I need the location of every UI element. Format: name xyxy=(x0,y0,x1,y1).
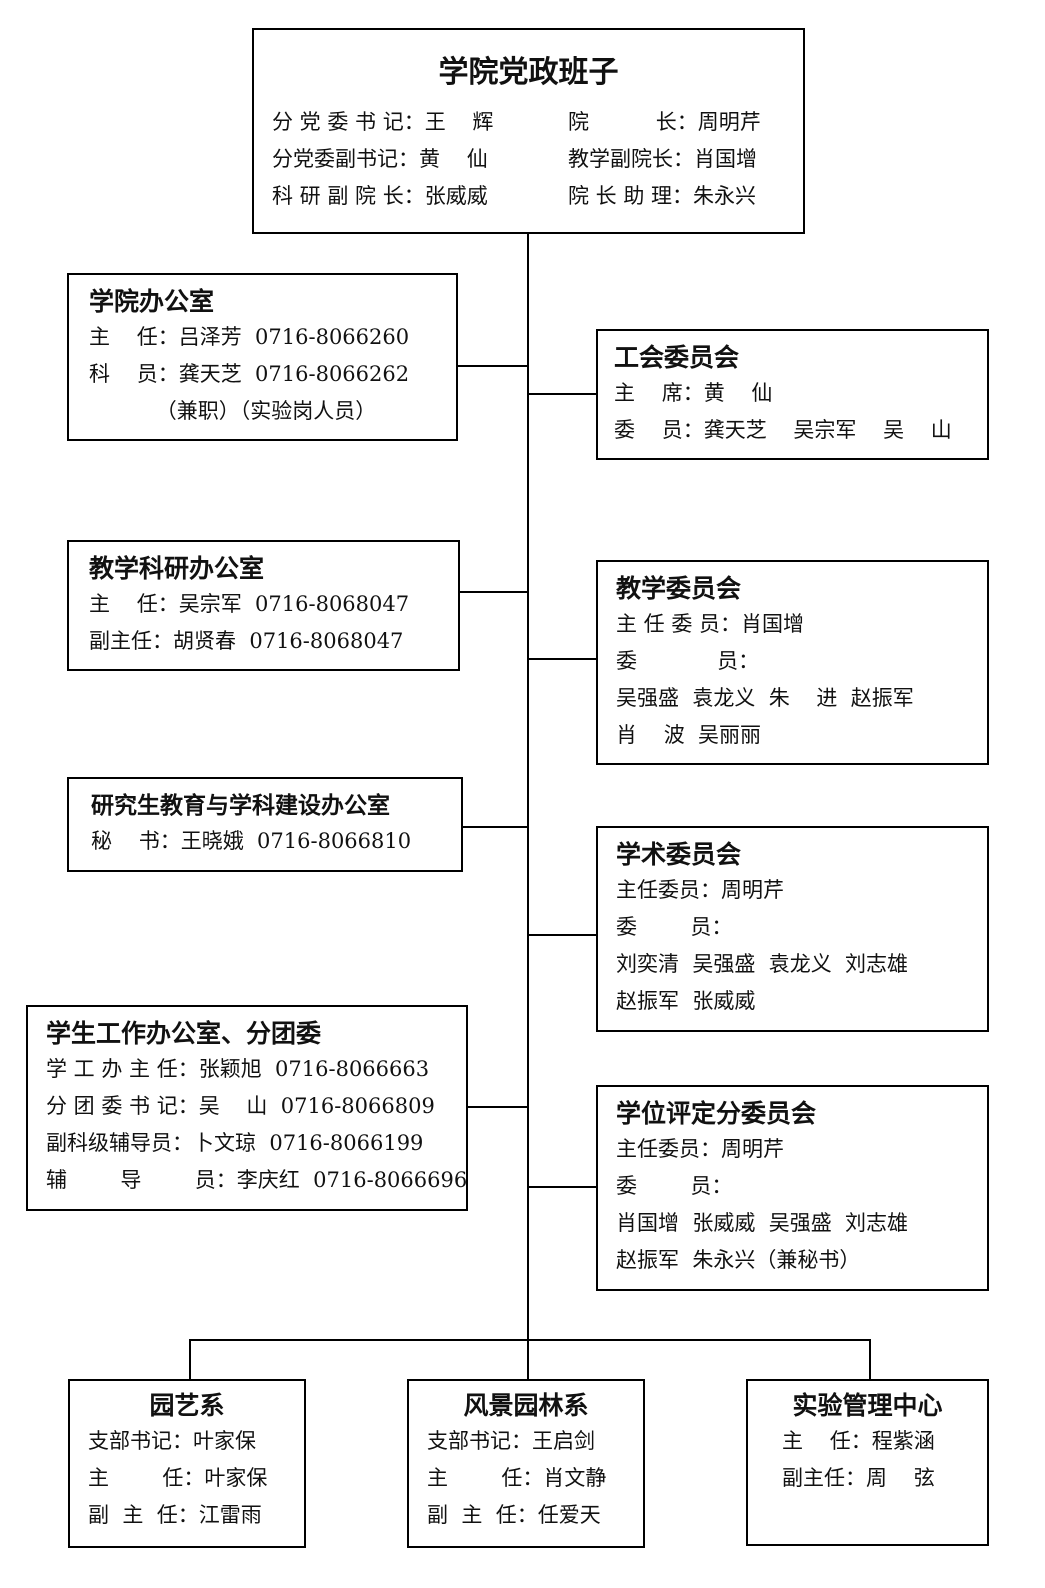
leadership-rows: 分 党 委 书 记：王 辉 院 长：周明芹 分党委副书记：黄 仙 教学副院长：肖… xyxy=(254,104,803,215)
leadership-row-right: 教学副院长：肖国增 xyxy=(568,147,757,171)
degree-committee-line: 主任委员：周明芹 xyxy=(616,1137,784,1161)
leadership-row-left: 分党委副书记：黄 仙 xyxy=(272,147,488,171)
student-office-box: 学生工作办公室、分团委 学 工 办 主 任：张颖旭 0716-8066663 分… xyxy=(26,1005,468,1211)
landscape-dept-box: 风景园林系 支部书记：王启剑 主 任：肖文静 副 主 任：任爱天 xyxy=(407,1379,645,1548)
leadership-row-right: 院 长 助 理：朱永兴 xyxy=(568,184,757,208)
landscape-dept-title: 风景园林系 xyxy=(463,1391,589,1420)
horticulture-dept-line: 支部书记：叶家保 xyxy=(88,1429,256,1453)
connector-academic-committee xyxy=(527,934,597,936)
horticulture-dept-title: 园艺系 xyxy=(149,1391,225,1420)
degree-committee-line: 委 员： xyxy=(616,1174,733,1198)
lab-center-title: 实验管理中心 xyxy=(792,1391,943,1420)
leadership-row-left: 科 研 副 院 长：张威威 xyxy=(272,184,488,208)
academic-committee-line: 刘奕清 吴强盛 袁龙义 刘志雄 xyxy=(616,952,909,976)
teaching-research-office-line: 主 任：吴宗军 0716-8068047 xyxy=(89,592,410,616)
teaching-committee-line: 吴强盛 袁龙义 朱 进 赵振军 xyxy=(616,686,914,710)
connector-union xyxy=(527,393,597,395)
leadership-row: 分党委副书记：黄 仙 教学副院长：肖国增 xyxy=(272,141,803,178)
teaching-committee-line: 委 员： xyxy=(616,649,760,673)
student-office-line: 学 工 办 主 任：张颖旭 0716-8066663 xyxy=(46,1057,430,1081)
main-trunk-line xyxy=(527,232,529,1380)
student-office-line: 分 团 委 书 记：吴 山 0716-8066809 xyxy=(46,1094,435,1118)
leadership-title: 学院党政班子 xyxy=(438,55,619,90)
teaching-committee-title: 教学委员会 xyxy=(616,574,742,603)
student-office-line: 辅 导 员：李庆红 0716-8066696 xyxy=(46,1168,468,1192)
degree-committee-box: 学位评定分委员会 主任委员：周明芹 委 员： 肖国增 张威威 吴强盛 刘志雄 赵… xyxy=(596,1085,989,1291)
landscape-dept-line: 副 主 任：任爱天 xyxy=(427,1503,601,1527)
degree-committee-line: 赵振军 朱永兴（兼秘书） xyxy=(616,1248,861,1272)
academic-committee-line: 主任委员：周明芹 xyxy=(616,878,784,902)
connector-degree-committee xyxy=(527,1186,597,1188)
connector-teaching-committee xyxy=(527,658,597,660)
leadership-row-right: 院 长：周明芹 xyxy=(568,110,761,134)
horticulture-dept-box: 园艺系 支部书记：叶家保 主 任：叶家保 副 主 任：江雷雨 xyxy=(68,1379,306,1548)
college-office-line: （兼职）（实验岗人员） xyxy=(89,399,377,423)
lab-center-line: 副主任：周 弦 xyxy=(782,1466,935,1490)
union-committee-line: 委 员：龚天芝 吴宗军 吴 山 xyxy=(614,418,952,442)
connector-student-office xyxy=(466,1106,529,1108)
leadership-row: 分 党 委 书 记：王 辉 院 长：周明芹 xyxy=(272,104,803,141)
connector-graduate-office xyxy=(462,826,529,828)
college-office-line: 科 员：龚天芝 0716-8066262 xyxy=(89,362,410,386)
union-committee-line: 主 席：黄 仙 xyxy=(614,381,773,405)
teaching-committee-line: 肖 波 吴丽丽 xyxy=(616,723,762,747)
college-office-box: 学院办公室 主 任：吕泽芳 0716-8066260 科 员：龚天芝 0716-… xyxy=(67,273,458,441)
graduate-office-line: 秘 书：王晓娥 0716-8066810 xyxy=(91,829,412,853)
connector-college-office xyxy=(457,365,529,367)
leadership-row: 科 研 副 院 长：张威威 院 长 助 理：朱永兴 xyxy=(272,178,803,215)
union-committee-box: 工会委员会 主 席：黄 仙 委 员：龚天芝 吴宗军 吴 山 xyxy=(596,329,989,460)
teaching-committee-box: 教学委员会 主 任 委 员：肖国增 委 员： 吴强盛 袁龙义 朱 进 赵振军 肖… xyxy=(596,560,989,765)
academic-committee-line: 赵振军 张威威 xyxy=(616,989,756,1013)
branch-horticulture xyxy=(189,1339,191,1381)
college-office-line: 主 任：吕泽芳 0716-8066260 xyxy=(89,325,410,349)
academic-committee-title: 学术委员会 xyxy=(616,840,742,869)
degree-committee-title: 学位评定分委员会 xyxy=(616,1099,817,1128)
horticulture-dept-line: 副 主 任：江雷雨 xyxy=(88,1503,262,1527)
graduate-office-title: 研究生教育与学科建设办公室 xyxy=(91,792,390,819)
landscape-dept-line: 支部书记：王启剑 xyxy=(427,1429,595,1453)
bottom-branch-line xyxy=(189,1339,871,1341)
academic-committee-line: 委 员： xyxy=(616,915,733,939)
college-office-title: 学院办公室 xyxy=(89,287,215,316)
branch-lab-center xyxy=(869,1339,871,1381)
lab-center-line: 主 任：程紫涵 xyxy=(782,1429,935,1453)
student-office-line: 副科级辅导员：卜文琼 0716-8066199 xyxy=(46,1131,424,1155)
connector-teaching-research xyxy=(459,591,529,593)
leadership-box: 学院党政班子 分 党 委 书 记：王 辉 院 长：周明芹 分党委副书记：黄 仙 … xyxy=(252,28,805,234)
student-office-title: 学生工作办公室、分团委 xyxy=(46,1019,322,1048)
teaching-committee-line: 主 任 委 员：肖国增 xyxy=(616,612,805,636)
academic-committee-box: 学术委员会 主任委员：周明芹 委 员： 刘奕清 吴强盛 袁龙义 刘志雄 赵振军 … xyxy=(596,826,989,1032)
teaching-research-office-title: 教学科研办公室 xyxy=(89,554,265,583)
union-committee-title: 工会委员会 xyxy=(614,343,740,372)
lab-center-box: 实验管理中心 主 任：程紫涵 副主任：周 弦 xyxy=(746,1379,989,1546)
horticulture-dept-line: 主 任：叶家保 xyxy=(88,1466,268,1490)
teaching-research-office-line: 副主任：胡贤春 0716-8068047 xyxy=(89,629,404,653)
graduate-office-box: 研究生教育与学科建设办公室 秘 书：王晓娥 0716-8066810 xyxy=(67,777,463,872)
degree-committee-line: 肖国增 张威威 吴强盛 刘志雄 xyxy=(616,1211,909,1235)
landscape-dept-line: 主 任：肖文静 xyxy=(427,1466,607,1490)
teaching-research-office-box: 教学科研办公室 主 任：吴宗军 0716-8068047 副主任：胡贤春 071… xyxy=(67,540,460,671)
leadership-row-left: 分 党 委 书 记：王 辉 xyxy=(272,110,494,134)
